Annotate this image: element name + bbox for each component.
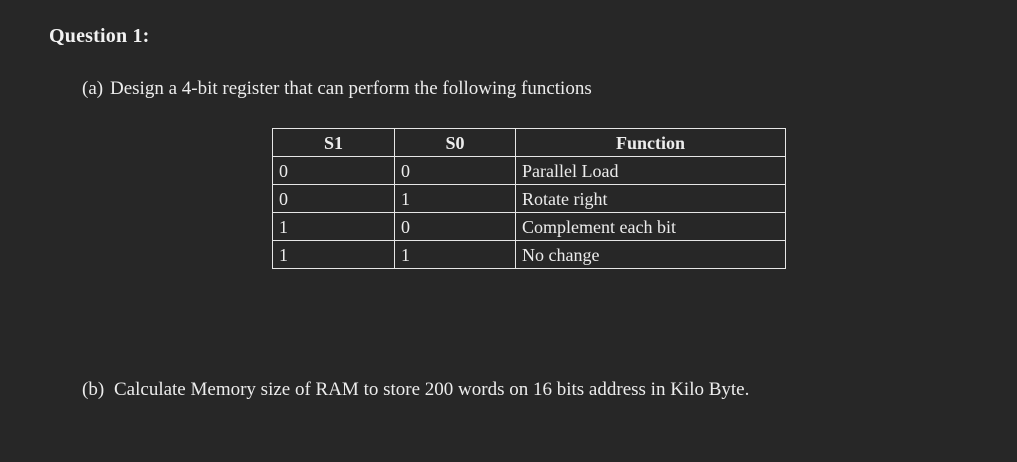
cell-s0: 1: [394, 184, 516, 213]
cell-s0: 0: [394, 156, 516, 185]
table-row: 1 0 Complement each bit: [272, 212, 786, 241]
cell-s1: 0: [272, 184, 395, 213]
table-header-row: S1 S0 Function: [272, 128, 786, 157]
cell-s1: 1: [272, 240, 395, 269]
cell-s0: 1: [394, 240, 516, 269]
cell-s1: 0: [272, 156, 395, 185]
cell-s1: 1: [272, 212, 395, 241]
column-header-function: Function: [515, 128, 786, 157]
part-a-label: (a): [82, 78, 104, 99]
part-b-label: (b): [82, 379, 105, 400]
question-part-a: (a) Design a 4-bit register that can per…: [82, 78, 592, 100]
table-row: 0 0 Parallel Load: [272, 156, 786, 185]
cell-function: Rotate right: [515, 184, 786, 213]
part-a-text: Design a 4-bit register that can perform…: [110, 78, 592, 99]
question-part-b: (b) Calculate Memory size of RAM to stor…: [82, 379, 749, 401]
table-row: 1 1 No change: [272, 240, 786, 269]
column-header-s1: S1: [272, 128, 395, 157]
cell-function: No change: [515, 240, 786, 269]
table-row: 0 1 Rotate right: [272, 184, 786, 213]
column-header-s0: S0: [394, 128, 516, 157]
cell-function: Complement each bit: [515, 212, 786, 241]
cell-function: Parallel Load: [515, 156, 786, 185]
function-table: S1 S0 Function 0 0 Parallel Load 0 1 Rot…: [272, 128, 786, 269]
cell-s0: 0: [394, 212, 516, 241]
part-b-text: Calculate Memory size of RAM to store 20…: [114, 379, 750, 400]
page-title: Question 1:: [49, 25, 150, 47]
